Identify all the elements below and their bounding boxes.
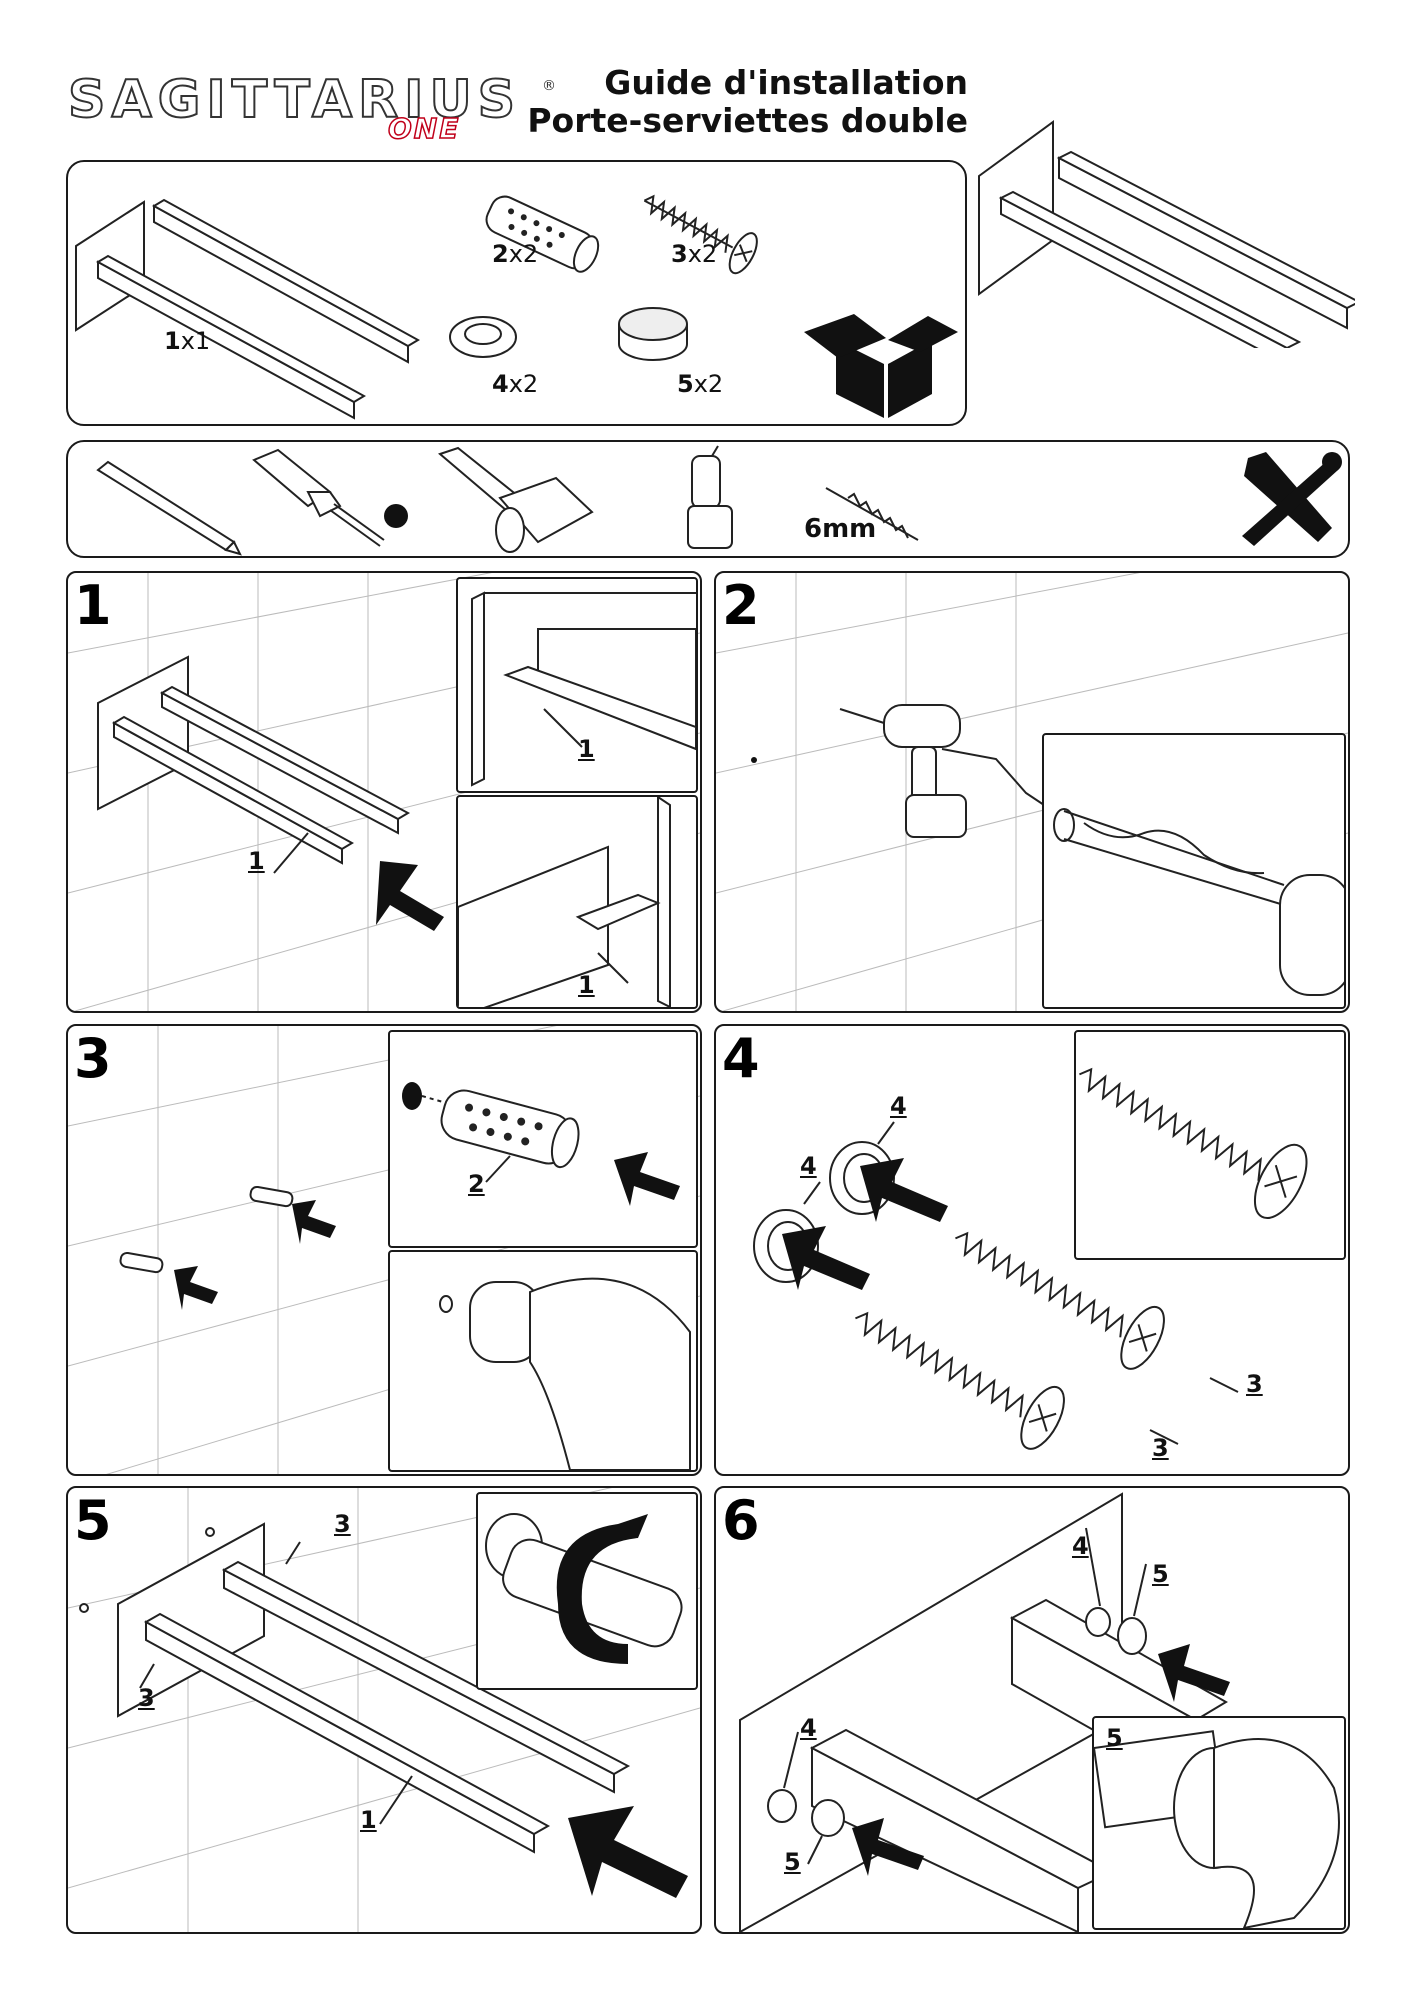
part-1-qty: 1x1 xyxy=(164,327,211,355)
drill-bit-size: 6mm xyxy=(804,514,877,544)
step-6-panel: 6 4 5 4 5 5 xyxy=(714,1486,1350,1934)
phillips-screwdriver-icon xyxy=(252,448,385,547)
product-illustration xyxy=(975,118,1355,348)
step-4-label-screw-bottom: 3 xyxy=(1152,1434,1169,1462)
step-3-label-plug: 2 xyxy=(468,1170,485,1198)
step-4-label-screw-top: 3 xyxy=(1246,1370,1263,1398)
tools-icon xyxy=(1242,452,1342,546)
step-5-label-rail: 1 xyxy=(360,1806,377,1834)
pencil-icon xyxy=(96,460,242,556)
step-6-label-cap-bottom: 5 xyxy=(784,1848,801,1876)
step-3-inset-top: 2 xyxy=(388,1030,698,1248)
step-4-label-washer-top: 4 xyxy=(890,1092,907,1120)
title-line-2: Porte-serviettes double xyxy=(527,101,968,140)
brand-logo: SAGITTARIUS ® ONE xyxy=(67,69,558,150)
part-3-qty: 3x2 xyxy=(671,240,718,268)
part-5-qty: 5x2 xyxy=(677,370,724,398)
title-line-1: Guide d'installation xyxy=(604,63,968,102)
cordless-drill-icon xyxy=(687,445,733,549)
step-4-inset xyxy=(1074,1030,1346,1260)
brand-sub: ONE xyxy=(387,111,461,146)
step-3-panel: 3 2 xyxy=(66,1024,702,1476)
step-1-panel: 1 1 1 1 xyxy=(66,571,702,1013)
step-5-number: 5 xyxy=(74,1489,112,1552)
step-6-label-cap-inset: 5 xyxy=(1106,1724,1123,1752)
step-6-inset: 5 xyxy=(1092,1716,1346,1930)
brand-name: SAGITTARIUS xyxy=(67,69,522,131)
step-4-number: 4 xyxy=(722,1027,760,1090)
part-4-qty: 4x2 xyxy=(492,370,539,398)
step-5-panel: 5 3 3 1 xyxy=(66,1486,702,1934)
box-icon xyxy=(804,314,958,418)
step-5-label-screw-top: 3 xyxy=(334,1510,351,1538)
tools-panel: 6mm xyxy=(66,440,1350,558)
step-1-inset-bottom: 1 xyxy=(456,795,698,1009)
step-3-number: 3 xyxy=(74,1027,112,1090)
part-2-qty: 2x2 xyxy=(492,240,539,268)
step-2-inset xyxy=(1042,733,1346,1009)
step-1-label-inset-bottom: 1 xyxy=(578,971,595,999)
step-5-inset xyxy=(476,1492,698,1690)
step-4-label-washer-bottom: 4 xyxy=(800,1152,817,1180)
step-6-label-washer-bottom: 4 xyxy=(800,1714,817,1742)
step-6-label-washer-top: 4 xyxy=(1072,1532,1089,1560)
step-2-panel: 2 xyxy=(714,571,1350,1013)
step-1-number: 1 xyxy=(74,574,112,637)
step-1-label-rail: 1 xyxy=(248,847,265,875)
step-1-inset-top: 1 xyxy=(456,577,698,793)
page-title: Guide d'installation Porte-serviettes do… xyxy=(520,64,968,140)
step-3-inset-bottom xyxy=(388,1250,698,1472)
step-5-label-screw-bottom: 3 xyxy=(138,1684,155,1712)
step-2-number: 2 xyxy=(722,574,760,637)
step-4-panel: 4 4 4 3 3 xyxy=(714,1024,1350,1476)
registered-mark: ® xyxy=(542,78,556,94)
hammer-icon xyxy=(438,446,594,553)
drill-bit-icon xyxy=(825,487,919,541)
parts-panel: 1x1 2x2 3x2 4x2 5x2 xyxy=(66,160,967,426)
step-6-number: 6 xyxy=(722,1489,760,1552)
drill-in-hand xyxy=(839,704,1057,838)
step-6-label-cap-top: 5 xyxy=(1152,1560,1169,1588)
step-1-label-inset-top: 1 xyxy=(578,735,595,763)
